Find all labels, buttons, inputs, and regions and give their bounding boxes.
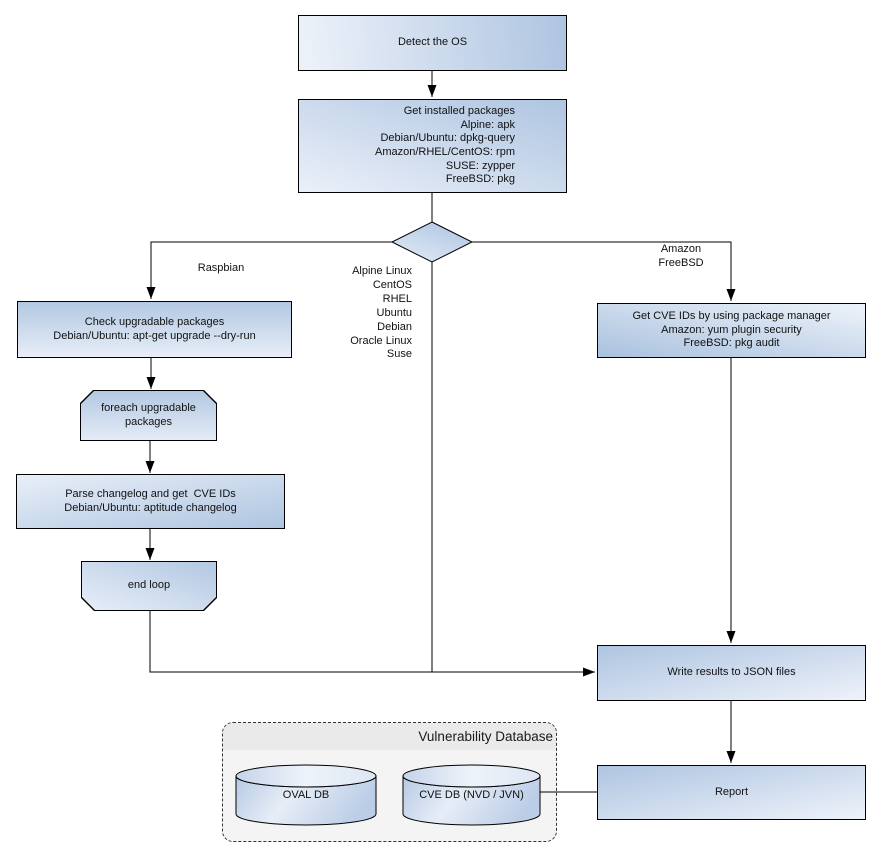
node-report-label: Report [714, 785, 749, 798]
oval-db-label: OVAL DB [282, 789, 330, 801]
node-get-installed-packages: Get installed packages Alpine: apk Debia… [298, 99, 567, 193]
edge-endloop-to-write [149, 611, 595, 677]
node-foreach-loop-start: foreach upgradable packages [80, 390, 217, 441]
vulnerability-database-header [223, 723, 556, 750]
node-detect-os: Detect the OS [298, 15, 567, 71]
vulnerability-database-group: Vulnerability Database [222, 722, 557, 842]
node-foreach-loop-label: foreach upgradable packages [101, 401, 196, 428]
node-write-results-label: Write results to JSON files [667, 666, 796, 679]
node-end-loop: end loop [81, 561, 217, 611]
decision-diamond [390, 221, 474, 263]
node-parse-changelog-label: Parse changelog and get CVE IDs Debian/U… [64, 487, 237, 514]
cve-db-label: CVE DB (NVD / JVN) [419, 789, 524, 801]
vulnerability-database-title: Vulnerability Database [418, 729, 553, 744]
node-write-results: Write results to JSON files [597, 645, 866, 701]
node-get-installed-packages-label: Get installed packages Alpine: apk Debia… [375, 105, 515, 186]
node-parse-changelog: Parse changelog and get CVE IDs Debian/U… [16, 474, 285, 529]
node-check-upgradable-label: Check upgradable packages Debian/Ubuntu:… [53, 315, 256, 342]
branch-label-raspbian: Raspbian [197, 262, 245, 274]
node-detect-os-label: Detect the OS [397, 36, 468, 49]
node-end-loop-label: end loop [127, 579, 171, 592]
node-get-cve-ids-label: Get CVE IDs by using package manager Ama… [632, 310, 831, 350]
branch-label-os-list: Alpine Linux CentOS RHEL Ubuntu Debian O… [350, 265, 412, 361]
branch-label-amazon-freebsd: Amazon FreeBSD [658, 243, 704, 269]
node-get-cve-ids: Get CVE IDs by using package manager Ama… [597, 303, 866, 358]
node-check-upgradable: Check upgradable packages Debian/Ubuntu:… [17, 301, 292, 358]
node-report: Report [597, 765, 866, 820]
